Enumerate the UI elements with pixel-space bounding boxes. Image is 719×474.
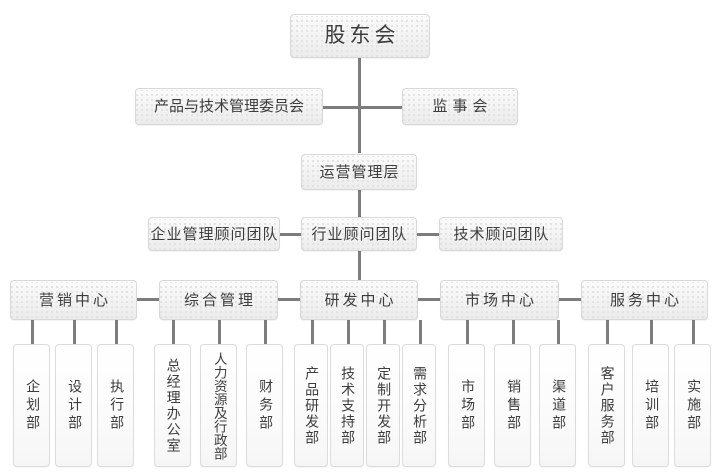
node-marketing-center[interactable]: 营销中心 xyxy=(10,280,137,320)
connector-junction-to-operations xyxy=(358,106,361,153)
connector-center-link-1 xyxy=(137,298,159,301)
connector-drop-14 xyxy=(606,320,609,344)
node-label: 销售部 xyxy=(505,378,522,433)
connector-drop-3 xyxy=(115,320,118,344)
node-market-department[interactable]: 市场部 xyxy=(448,344,485,467)
node-label: 产品研发部 xyxy=(303,365,320,446)
connector-drop-4 xyxy=(172,320,175,344)
connector-advisor-right xyxy=(417,233,439,236)
connector-advisor-left xyxy=(280,233,302,236)
node-label: 定制开发部 xyxy=(375,365,392,446)
node-label: 监事会 xyxy=(432,97,493,116)
node-general-manager-office[interactable]: 总经理办公室 xyxy=(154,344,191,467)
node-label: 客户服务部 xyxy=(598,365,615,446)
node-industry-advisory-team[interactable]: 行业顾问团队 xyxy=(301,217,417,251)
node-label: 市场部 xyxy=(459,378,476,433)
connector-drop-6 xyxy=(264,320,267,344)
node-channel-department[interactable]: 渠道部 xyxy=(539,344,576,467)
node-requirements-analysis-department[interactable]: 需求分析部 xyxy=(402,344,436,467)
connector-center-link-2 xyxy=(278,298,300,301)
connector-operations-to-advisors xyxy=(358,190,361,217)
connector-drop-12 xyxy=(512,320,515,344)
connector-drop-2 xyxy=(73,320,76,344)
node-label: 服务中心 xyxy=(609,290,682,309)
node-shareholders-meeting[interactable]: 股东会 xyxy=(290,14,430,58)
connector-center-link-3 xyxy=(418,298,440,301)
node-label: 需求分析部 xyxy=(411,365,428,446)
node-product-rd-department[interactable]: 产品研发部 xyxy=(294,344,328,467)
node-label: 人力资源及行政部 xyxy=(210,351,227,460)
node-label: 研发中心 xyxy=(324,290,397,309)
node-label: 营销中心 xyxy=(38,290,111,309)
node-finance-department[interactable]: 财务部 xyxy=(246,344,283,467)
node-service-center[interactable]: 服务中心 xyxy=(581,280,708,320)
node-label: 股东会 xyxy=(324,23,400,48)
connector-advisors-to-centers xyxy=(358,251,361,280)
node-training-department[interactable]: 培训部 xyxy=(632,344,669,467)
node-rd-center[interactable]: 研发中心 xyxy=(300,280,418,320)
connector-drop-8 xyxy=(347,320,350,344)
connector-drop-16 xyxy=(692,320,695,344)
connector-committee-left xyxy=(322,106,358,109)
node-label: 综合管理 xyxy=(183,290,256,309)
node-technical-support-department[interactable]: 技术支持部 xyxy=(330,344,364,467)
connector-drop-1 xyxy=(31,320,34,344)
node-label: 运营管理层 xyxy=(319,162,400,181)
node-customer-service-department[interactable]: 客户服务部 xyxy=(588,344,625,467)
node-label: 技术支持部 xyxy=(339,365,356,446)
node-general-management[interactable]: 综合管理 xyxy=(159,280,278,320)
node-technical-advisory-team[interactable]: 技术顾问团队 xyxy=(439,217,563,251)
node-label: 企业管理顾问团队 xyxy=(150,224,279,243)
node-label: 实施部 xyxy=(685,378,702,433)
connector-drop-15 xyxy=(650,320,653,344)
connector-drop-10 xyxy=(419,320,422,344)
node-market-center[interactable]: 市场中心 xyxy=(440,280,559,320)
node-hr-and-administration-department[interactable]: 人力资源及行政部 xyxy=(200,344,237,467)
node-label: 设计部 xyxy=(66,378,83,433)
node-custom-development-department[interactable]: 定制开发部 xyxy=(366,344,400,467)
node-label: 技术顾问团队 xyxy=(453,224,550,243)
node-operations-management[interactable]: 运营管理层 xyxy=(301,154,417,190)
connector-drop-7 xyxy=(311,320,314,344)
node-label: 产品与技术管理委员会 xyxy=(153,97,304,116)
node-label: 渠道部 xyxy=(550,378,567,433)
node-label: 财务部 xyxy=(257,378,274,433)
node-design-department[interactable]: 设计部 xyxy=(55,344,92,467)
connector-drop-11 xyxy=(466,320,469,344)
node-label: 培训部 xyxy=(643,378,660,433)
connector-root-to-operations xyxy=(358,57,361,107)
node-label: 执行部 xyxy=(108,378,125,433)
node-implementation-department[interactable]: 实施部 xyxy=(674,344,711,467)
connector-drop-9 xyxy=(383,320,386,344)
node-label: 市场中心 xyxy=(464,290,537,309)
connector-drop-13 xyxy=(557,320,560,344)
node-label: 行业顾问团队 xyxy=(311,224,408,243)
connector-drop-5 xyxy=(218,320,221,344)
node-execution-department[interactable]: 执行部 xyxy=(97,344,134,467)
node-sales-department[interactable]: 销售部 xyxy=(494,344,531,467)
node-label: 企划部 xyxy=(24,378,41,433)
node-board-of-supervisors[interactable]: 监事会 xyxy=(402,88,518,125)
connector-committee-right xyxy=(358,106,403,109)
node-product-tech-management-committee[interactable]: 产品与技术管理委员会 xyxy=(135,88,323,125)
connector-center-link-4 xyxy=(559,298,581,301)
node-planning-department[interactable]: 企划部 xyxy=(13,344,50,467)
node-enterprise-management-advisory-team[interactable]: 企业管理顾问团队 xyxy=(148,217,280,251)
node-label: 总经理办公室 xyxy=(164,357,181,454)
